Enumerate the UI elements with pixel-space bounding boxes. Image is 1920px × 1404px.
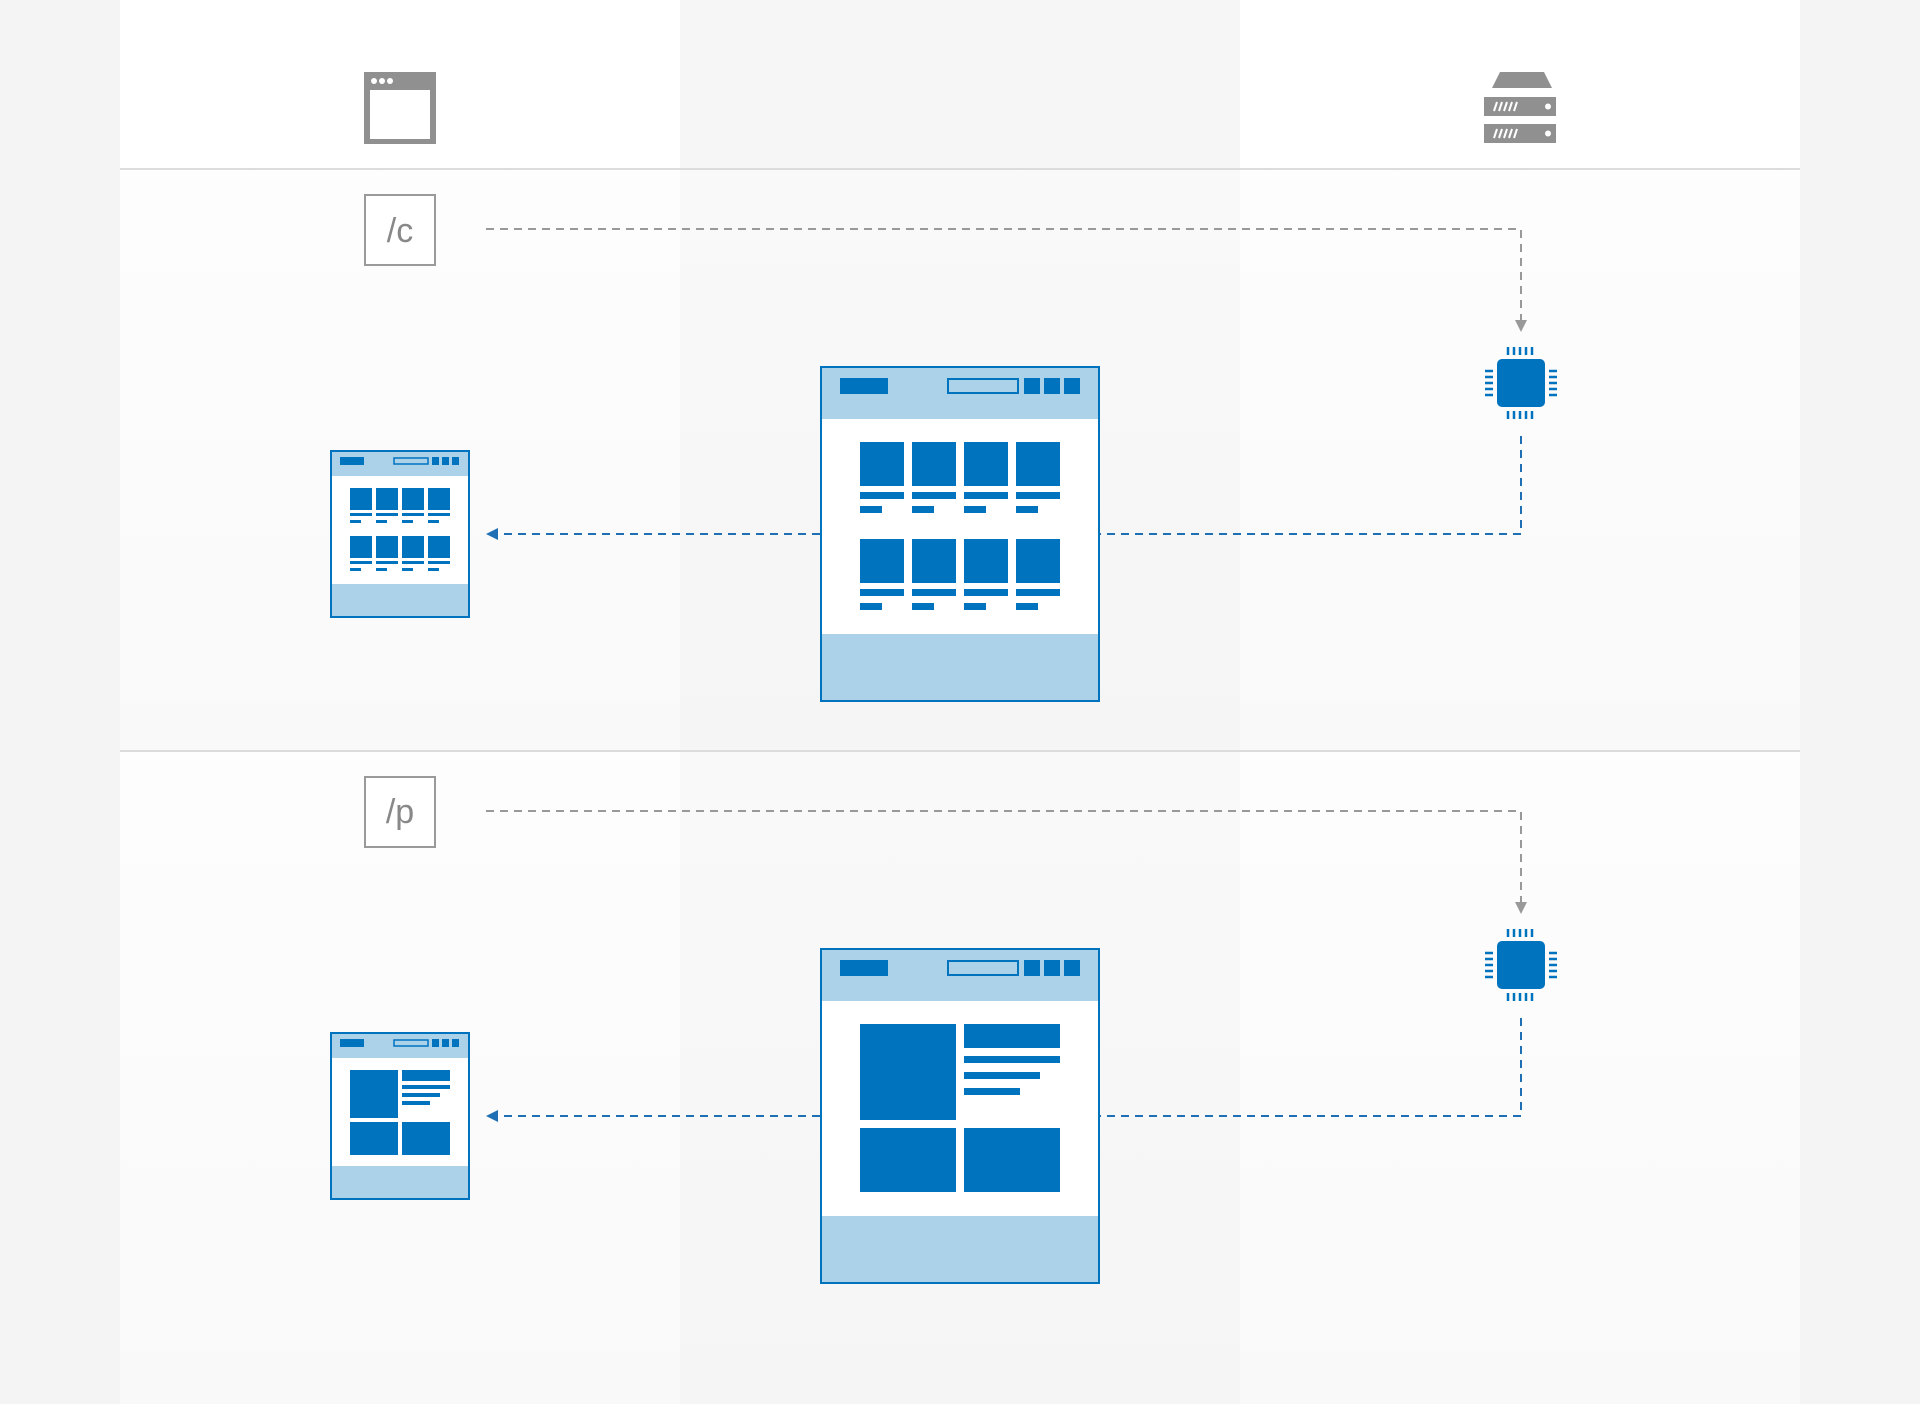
- route-row-1: /c: [330, 194, 1557, 702]
- client-page-small: [330, 450, 470, 618]
- cpu-chip-icon: [1485, 347, 1557, 419]
- client-page-small: [330, 1032, 470, 1200]
- route-label-box: [364, 194, 436, 266]
- request-arrow: [486, 810, 1527, 914]
- route-label-box: [364, 776, 436, 848]
- cpu-chip-icon: [1485, 929, 1557, 1001]
- rendered-page-large: [820, 366, 1100, 702]
- response-connector: [1100, 436, 1522, 535]
- route-row-2: /p: [330, 776, 1557, 1284]
- request-arrow: [486, 228, 1527, 332]
- route-label-text: /p: [386, 793, 414, 831]
- route-label-text: /c: [387, 212, 413, 250]
- browser-window-icon: [364, 72, 436, 144]
- rendered-page-large: [820, 948, 1100, 1284]
- server-icon: [1484, 72, 1556, 143]
- response-connector: [1100, 1018, 1522, 1117]
